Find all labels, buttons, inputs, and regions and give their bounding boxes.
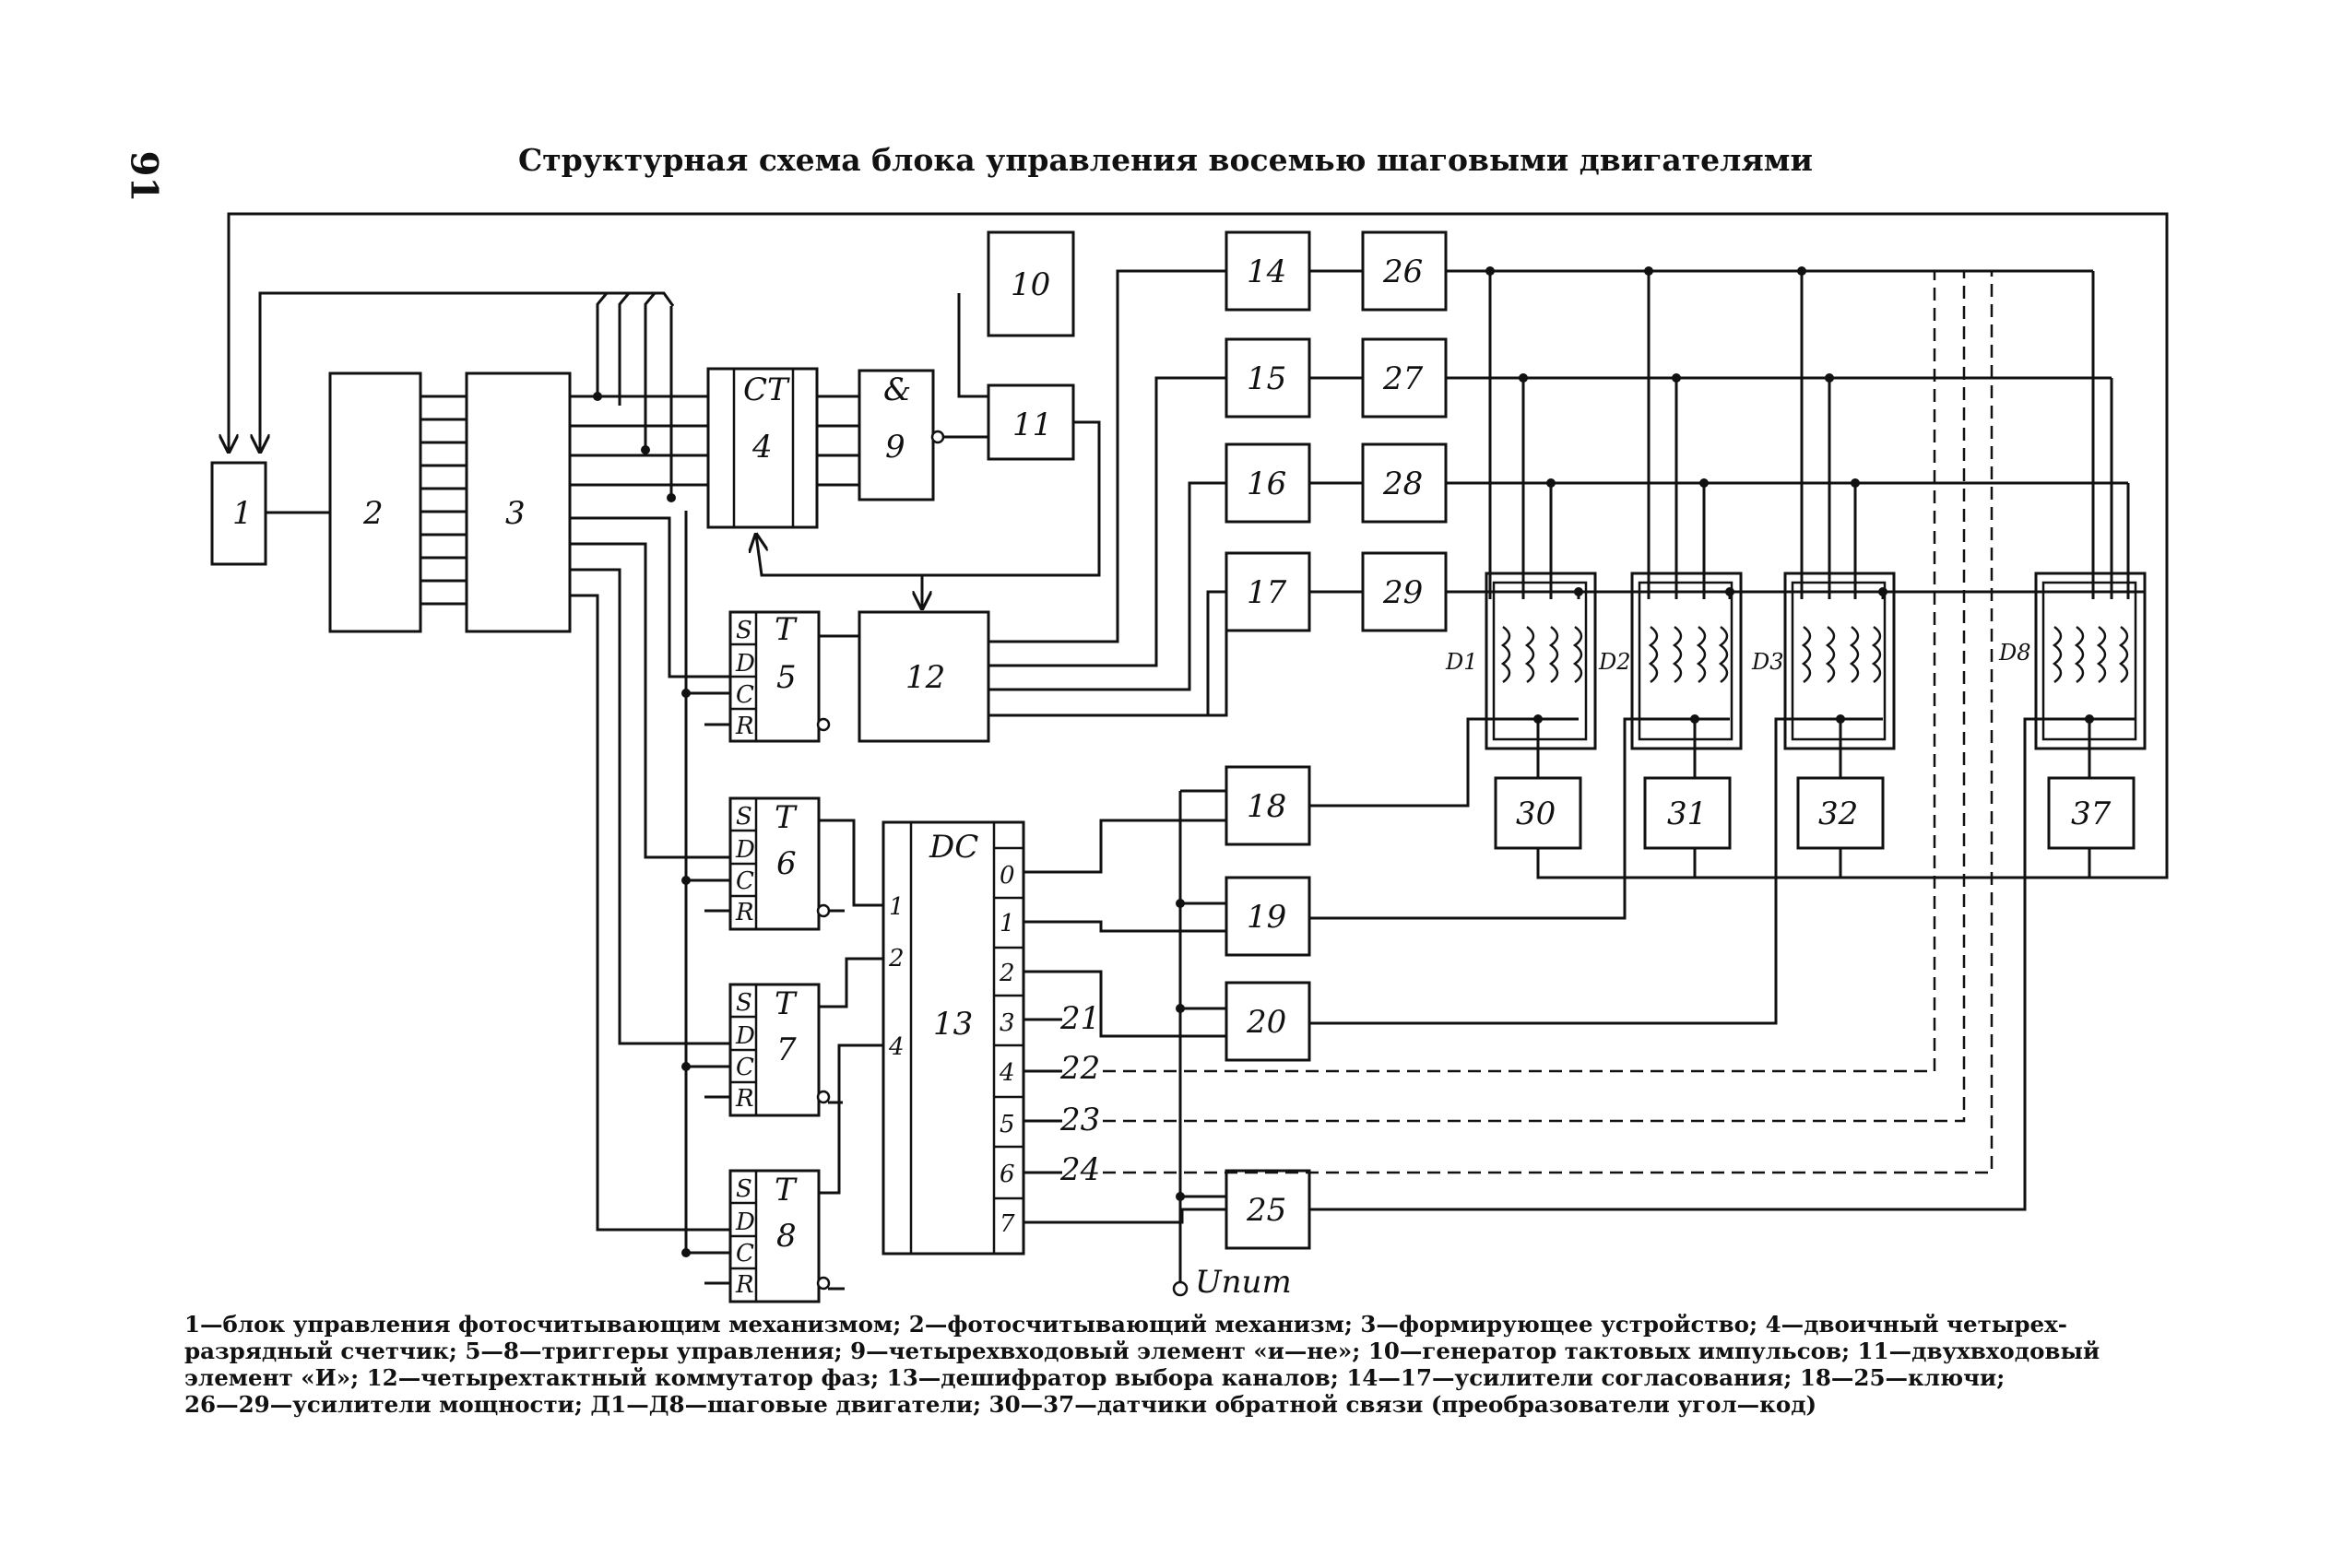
label-and-mark: & — [883, 371, 911, 408]
trigger-5-t: T — [775, 611, 798, 648]
trigger-8-t: T — [775, 1172, 798, 1208]
label-block-32: 32 — [1818, 796, 1858, 832]
label-block-12: 12 — [905, 659, 945, 696]
block-37 — [2047, 776, 2136, 850]
label-block-31: 31 — [1667, 796, 1707, 832]
ref-23: 23 — [1059, 1102, 1100, 1138]
decoder-in-2: 2 — [888, 945, 905, 973]
label-block-29: 29 — [1382, 574, 1423, 611]
decoder-out-3: 3 — [1000, 1009, 1015, 1037]
block-12-commutator — [858, 610, 990, 743]
block-19 — [1225, 876, 1311, 957]
legend: 1—блок управления фотосчитывающим механи… — [184, 1311, 2195, 1418]
trigger-6-t: T — [775, 799, 798, 836]
t8-pin-c: C — [736, 1240, 754, 1267]
label-block-20: 20 — [1246, 1004, 1286, 1041]
label-block-10: 10 — [1011, 266, 1050, 303]
label-block-7: 7 — [776, 1032, 797, 1068]
diagram-title: Структурная схема блока управления восем… — [518, 142, 1813, 178]
block-10-generator — [987, 230, 1075, 337]
label-block-4: 4 — [751, 429, 773, 466]
t5-pin-s: S — [736, 617, 752, 644]
decoder-in-1: 1 — [889, 893, 905, 921]
t7-pin-s: S — [736, 989, 752, 1017]
block-2 — [328, 371, 422, 633]
trigger-7-t: T — [775, 985, 798, 1022]
decoder-out-5: 5 — [1000, 1111, 1015, 1138]
decoder-out-1: 1 — [1000, 910, 1015, 937]
legend-line-1: 1—блок управления фотосчитывающим механи… — [184, 1311, 2067, 1338]
label-block-9: 9 — [885, 429, 905, 466]
label-motor-d8: D8 — [1998, 640, 2031, 666]
decoder-out-4: 4 — [999, 1059, 1015, 1087]
label-block-5: 5 — [776, 659, 797, 696]
ref-24: 24 — [1059, 1151, 1100, 1188]
decoder-out-0: 0 — [1000, 862, 1015, 890]
legend-line-4: 26—29—усилители мощности; Д1—Д8—шаговые … — [184, 1391, 1817, 1418]
label-block-28: 28 — [1382, 466, 1423, 502]
label-block-17: 17 — [1247, 574, 1287, 611]
label-decoder-dc: DC — [929, 829, 978, 866]
block-4-counter — [706, 367, 819, 529]
label-block-37: 37 — [2071, 796, 2112, 832]
t7-pin-c: C — [736, 1054, 754, 1081]
label-block-11: 11 — [1012, 407, 1052, 443]
label-block-18: 18 — [1247, 788, 1286, 825]
t5-pin-r: R — [735, 713, 754, 740]
t6-pin-s: S — [736, 803, 752, 831]
t6-pin-r: R — [735, 899, 754, 926]
t8-pin-r: R — [735, 1271, 754, 1299]
label-block-25: 25 — [1246, 1192, 1286, 1229]
legend-line-2: разрядный счетчик; 5—8—триггеры управлен… — [184, 1338, 2100, 1364]
block-20 — [1225, 981, 1311, 1062]
label-block-6: 6 — [776, 845, 797, 882]
label-block-15: 15 — [1247, 360, 1286, 397]
label-motor-d1: D1 — [1445, 649, 1478, 675]
label-block-27: 27 — [1382, 360, 1424, 397]
t5-pin-d: D — [735, 650, 755, 678]
decoder-in-4: 4 — [888, 1033, 905, 1061]
label-block-1: 1 — [232, 495, 253, 532]
t7-pin-d: D — [735, 1022, 755, 1050]
label-supply: Uпит — [1195, 1264, 1292, 1301]
t6-pin-d: D — [735, 836, 755, 864]
decoder-out-6: 6 — [1000, 1161, 1015, 1188]
block-13-decoder — [882, 820, 1025, 1256]
label-block-3: 3 — [505, 495, 526, 532]
decoder-out-2: 2 — [999, 960, 1015, 987]
label-block-30: 30 — [1516, 796, 1556, 832]
block-31 — [1643, 776, 1732, 850]
label-block-26: 26 — [1382, 253, 1423, 290]
label-block-2: 2 — [362, 495, 384, 532]
t6-pin-c: C — [736, 867, 754, 895]
label-block-8: 8 — [776, 1218, 797, 1255]
label-motor-d2: D2 — [1598, 649, 1631, 675]
label-block-13: 13 — [933, 1006, 973, 1043]
decoder-out-7: 7 — [1000, 1210, 1015, 1238]
block-3 — [465, 371, 572, 633]
t8-pin-s: S — [736, 1175, 752, 1203]
motor-d1 — [1485, 572, 1597, 750]
t8-pin-d: D — [735, 1208, 755, 1236]
motor-d2 — [1630, 572, 1743, 750]
t7-pin-r: R — [735, 1085, 754, 1113]
legend-line-3: элемент «И»; 12—четырехтактный коммутато… — [184, 1364, 2006, 1391]
ref-22: 22 — [1059, 1050, 1100, 1087]
ref-21: 21 — [1059, 1000, 1100, 1037]
label-counter-ct: CT — [743, 371, 790, 408]
t5-pin-c: C — [736, 681, 754, 709]
label-block-19: 19 — [1247, 899, 1286, 936]
label-motor-d3: D3 — [1751, 649, 1784, 675]
label-block-16: 16 — [1247, 466, 1286, 502]
label-block-14: 14 — [1247, 253, 1286, 290]
